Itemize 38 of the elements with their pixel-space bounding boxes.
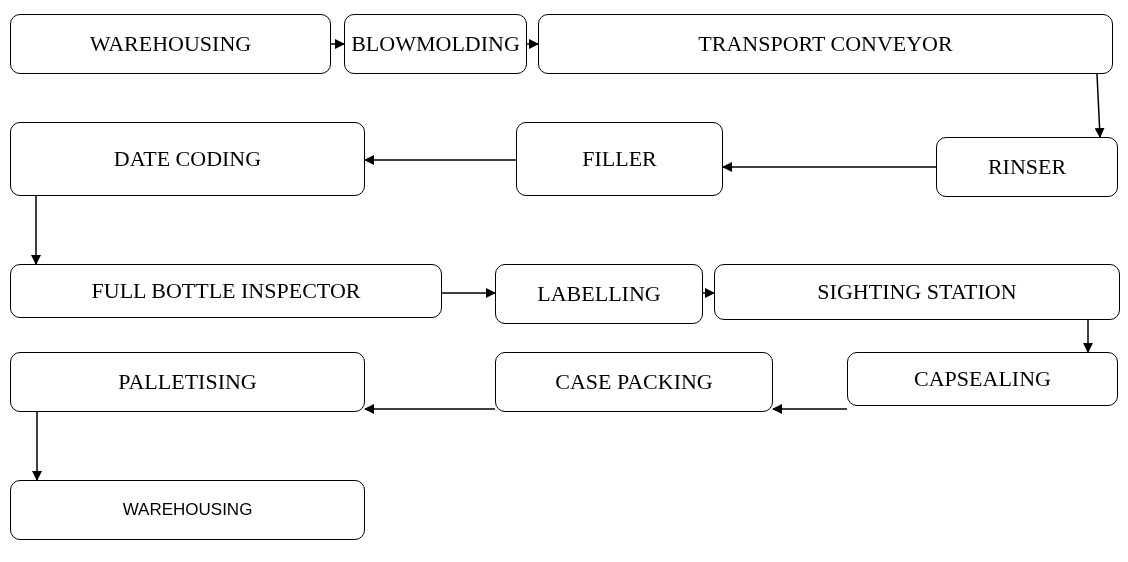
arrow bbox=[441, 288, 496, 298]
process-box bbox=[516, 122, 723, 196]
arrow bbox=[364, 155, 517, 165]
process-box bbox=[847, 352, 1118, 406]
process-label: TRANSPORT CONVEYOR bbox=[698, 31, 953, 57]
arrow bbox=[772, 404, 848, 414]
process-box bbox=[714, 264, 1120, 320]
process-label: PALLETISING bbox=[118, 369, 257, 395]
process-box bbox=[538, 14, 1113, 74]
process-box bbox=[936, 137, 1118, 197]
process-label: DATE CODING bbox=[113, 146, 262, 172]
process-box bbox=[10, 352, 365, 412]
arrow bbox=[1094, 73, 1105, 138]
arrow bbox=[702, 288, 715, 298]
process-box bbox=[495, 352, 773, 412]
process-label: LABELLING bbox=[537, 281, 661, 307]
process-box bbox=[10, 14, 331, 74]
process-box bbox=[495, 264, 703, 324]
process-box bbox=[10, 264, 442, 318]
process-label: FILLER bbox=[582, 146, 657, 172]
process-box bbox=[344, 14, 527, 74]
process-label: FULL BOTTLE INSPECTOR bbox=[91, 278, 361, 304]
process-box bbox=[10, 122, 365, 196]
arrow bbox=[722, 162, 937, 172]
process-label: WAREHOUSING bbox=[89, 31, 252, 57]
arrow bbox=[364, 404, 496, 414]
process-label: WAREHOUSING bbox=[122, 500, 253, 520]
arrow bbox=[330, 39, 345, 49]
process-label: BLOWMOLDING bbox=[351, 31, 520, 57]
arrow bbox=[526, 39, 539, 49]
arrow bbox=[31, 195, 41, 265]
process-label: RINSER bbox=[987, 154, 1067, 180]
process-box bbox=[10, 480, 365, 540]
arrow bbox=[32, 411, 42, 481]
process-label: CASE PACKING bbox=[555, 369, 713, 395]
arrow bbox=[1083, 319, 1093, 353]
process-label: SIGHTING STATION bbox=[817, 279, 1017, 305]
process-label: CAPSEALING bbox=[914, 366, 1051, 392]
